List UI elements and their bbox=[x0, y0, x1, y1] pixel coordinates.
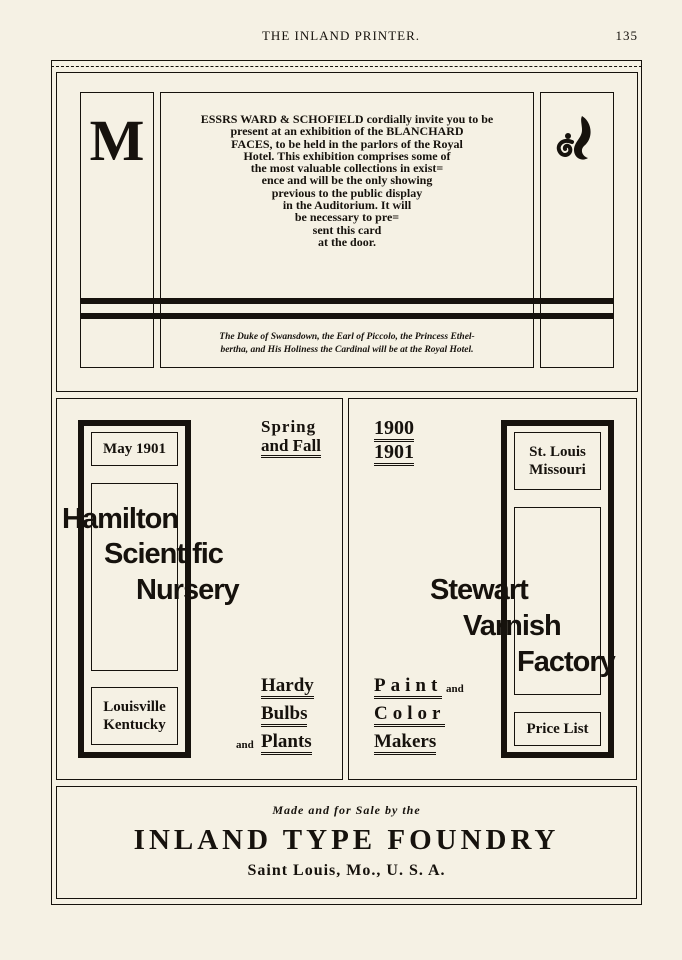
invitation-line: previous to the public display bbox=[271, 185, 423, 200]
product-prefix: and bbox=[236, 739, 254, 751]
location-line: Missouri bbox=[529, 462, 586, 478]
invitation-line: in the Auditorium. It will bbox=[282, 198, 412, 213]
nursery-name-line1: Hamilton bbox=[62, 503, 179, 535]
invitation-note: The Duke of Swansdown, the Earl of Picco… bbox=[164, 331, 530, 357]
trade-line: Color bbox=[374, 704, 446, 727]
invitation-line: Hotel. This exhibition comprises some of bbox=[243, 148, 451, 163]
nursery-inner-panel bbox=[91, 483, 178, 671]
drop-cap: M bbox=[89, 108, 145, 173]
varnish-border-frame bbox=[501, 420, 614, 758]
card-bar bbox=[80, 313, 614, 319]
product-line: Bulbs bbox=[261, 704, 308, 727]
nursery-panel bbox=[56, 398, 343, 780]
made-for-line: Made and for Sale by the bbox=[272, 803, 421, 817]
varnish-panel bbox=[348, 398, 637, 780]
nursery-location-box: Louisville Kentucky bbox=[91, 687, 178, 745]
product-line: Hardy bbox=[261, 676, 314, 699]
year-line: 1901 bbox=[374, 442, 414, 466]
season-line: and Fall bbox=[261, 437, 321, 458]
invitation-line: sent this card bbox=[312, 222, 382, 237]
note-line: The Duke of Swansdown, the Earl of Picco… bbox=[219, 332, 475, 342]
varnish-price-list-box: Price List bbox=[514, 712, 601, 746]
nursery-name-line2: Scientific bbox=[104, 538, 224, 570]
nursery-date-box: May 1901 bbox=[91, 432, 178, 466]
dropcap-column bbox=[80, 92, 154, 368]
location-line: Louisville bbox=[103, 699, 166, 715]
invitation-body: ESSRS WARD & SCHOFIELD cordially invite … bbox=[164, 112, 530, 249]
trade-line: Makers bbox=[374, 732, 437, 755]
invitation-line: the most valuable collections in exist= bbox=[250, 161, 444, 176]
invitation-line: at the door. bbox=[318, 234, 376, 249]
invitation-text-column bbox=[160, 92, 534, 368]
card-bar bbox=[80, 298, 614, 304]
invitation-line: ence and will be the only showing bbox=[261, 173, 433, 188]
journal-title: THE INLAND PRINTER. bbox=[261, 28, 420, 43]
location-line: Kentucky bbox=[103, 717, 166, 733]
invitation-line: present at an exhibition of the BLANCHAR… bbox=[230, 124, 464, 139]
page-number: 135 bbox=[615, 28, 638, 43]
invitation-line: be necessary to pre= bbox=[294, 210, 400, 225]
varnish-location-box: St. Louis Missouri bbox=[514, 432, 601, 490]
trade-suffix: and bbox=[446, 683, 464, 695]
invitation-line: ESSRS WARD & SCHOFIELD cordially invite … bbox=[200, 112, 494, 126]
top-rule bbox=[51, 66, 642, 67]
product-line: Plants bbox=[261, 732, 312, 755]
foundry-panel bbox=[56, 786, 637, 899]
nursery-name-line3: Nursery bbox=[136, 574, 240, 606]
foundry-name: INLAND TYPE FOUNDRY bbox=[133, 824, 560, 856]
ornament-column bbox=[540, 92, 614, 368]
page-frame bbox=[51, 60, 642, 905]
varnish-name-line3: Factory bbox=[517, 646, 616, 678]
note-line: bertha, and His Holiness the Cardinal wi… bbox=[220, 345, 474, 355]
season-line: Spring bbox=[261, 417, 317, 436]
trade-line: Paint bbox=[374, 676, 443, 699]
varnish-name-line2: Varnish bbox=[463, 610, 562, 642]
location-line: St. Louis bbox=[529, 444, 586, 460]
varnish-inner-panel bbox=[514, 507, 601, 695]
invitation-card bbox=[56, 72, 638, 392]
invitation-line: FACES, to be held in the parlors of the … bbox=[231, 136, 463, 151]
year-line: 1900 bbox=[374, 418, 414, 442]
fleuron-ornament-icon bbox=[556, 116, 591, 160]
nursery-border-frame bbox=[78, 420, 191, 758]
varnish-name-line1: Stewart bbox=[430, 574, 529, 606]
foundry-location: Saint Louis, Mo., U. S. A. bbox=[247, 862, 446, 879]
